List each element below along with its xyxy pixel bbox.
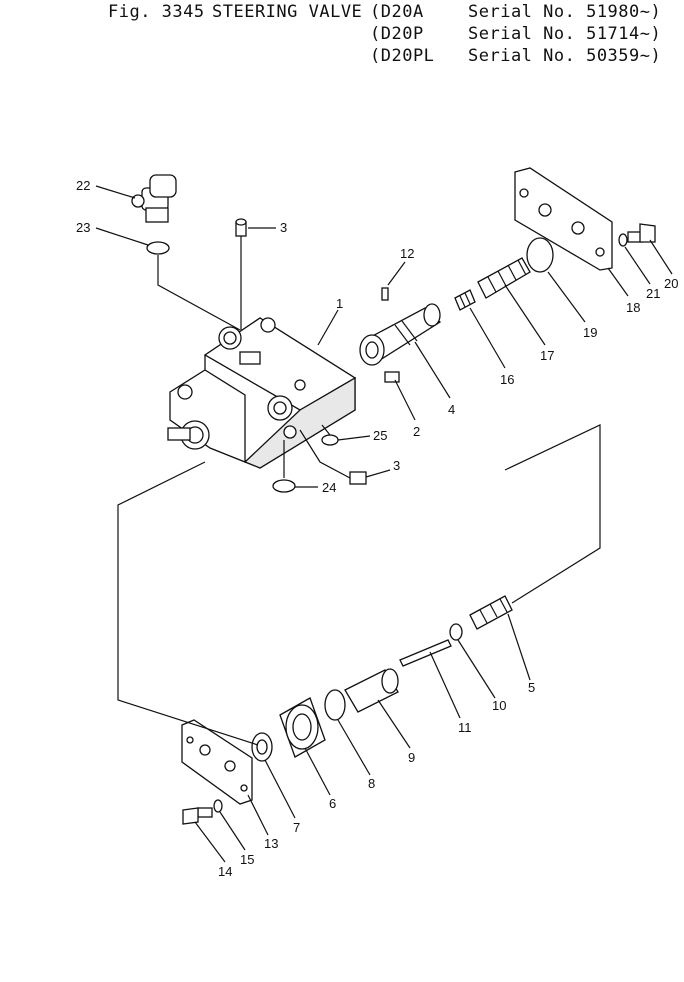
serial-number: Serial No. 51714~) bbox=[468, 24, 662, 44]
callout-3-top: 3 bbox=[280, 220, 287, 235]
callout-11: 11 bbox=[458, 720, 472, 735]
callout-20: 20 bbox=[664, 276, 678, 291]
washer bbox=[618, 233, 628, 247]
o-ring bbox=[272, 479, 296, 493]
leader-line bbox=[414, 341, 451, 399]
callout-9: 9 bbox=[408, 750, 415, 765]
leader-line bbox=[95, 185, 136, 199]
leader-line bbox=[95, 227, 149, 246]
leader-line bbox=[304, 747, 331, 796]
o-ring bbox=[526, 237, 554, 273]
leader-line bbox=[387, 261, 406, 286]
o-ring bbox=[321, 434, 339, 446]
leader-line bbox=[377, 699, 411, 749]
callout-16: 16 bbox=[500, 372, 514, 387]
leader-line bbox=[247, 794, 269, 836]
plug bbox=[349, 471, 367, 485]
leader-line bbox=[219, 811, 246, 851]
leader-line bbox=[607, 267, 629, 297]
valve-body bbox=[167, 317, 357, 469]
cover-plate bbox=[514, 167, 613, 271]
valve-spool bbox=[359, 303, 442, 366]
callout-2: 2 bbox=[413, 424, 420, 439]
serial-number: Serial No. 50359~) bbox=[468, 46, 662, 66]
leader-line bbox=[394, 379, 416, 421]
serial-line-2: Serial No. 51714~) bbox=[468, 24, 661, 44]
callout-18: 18 bbox=[626, 300, 640, 315]
leader-line bbox=[547, 271, 586, 323]
piston bbox=[344, 668, 399, 713]
assembly-line bbox=[117, 461, 259, 746]
callout-22: 22 bbox=[76, 178, 90, 193]
leader-line bbox=[649, 239, 673, 275]
callout-6: 6 bbox=[329, 796, 336, 811]
push-rod bbox=[399, 639, 452, 667]
model-name: (D20A bbox=[370, 2, 424, 22]
plug bbox=[384, 371, 400, 383]
callout-13: 13 bbox=[264, 836, 278, 851]
callout-4: 4 bbox=[448, 402, 455, 417]
leader-line bbox=[264, 759, 296, 819]
callout-12: 12 bbox=[400, 246, 414, 261]
callout-10: 10 bbox=[492, 698, 506, 713]
assembly-line bbox=[299, 429, 351, 479]
diagram-title: STEERING VALVE bbox=[212, 2, 363, 22]
cover-plate bbox=[181, 719, 253, 805]
bolt bbox=[627, 223, 656, 243]
serial-line-3: Serial No. 50359~) bbox=[468, 46, 661, 66]
callout-15: 15 bbox=[240, 852, 254, 867]
leader-line bbox=[365, 469, 391, 478]
large-spring bbox=[477, 257, 531, 299]
model-name: (D20PL bbox=[370, 46, 435, 66]
serial-number: Serial No. 51980~) bbox=[468, 2, 662, 22]
callout-3-bottom: 3 bbox=[393, 458, 400, 473]
seal-inner bbox=[256, 739, 268, 755]
leader-line bbox=[317, 309, 339, 346]
callout-14: 14 bbox=[218, 864, 232, 879]
elbow-fitting bbox=[131, 174, 177, 223]
callout-24: 24 bbox=[322, 480, 336, 495]
model-line-3: (D20PL bbox=[370, 46, 434, 66]
spacer bbox=[449, 623, 463, 641]
model-name: (D20P bbox=[370, 24, 424, 44]
callout-7: 7 bbox=[293, 820, 300, 835]
plug bbox=[235, 218, 247, 237]
leader-line bbox=[194, 821, 226, 863]
leader-line bbox=[507, 613, 531, 681]
bolt bbox=[182, 807, 213, 825]
o-ring bbox=[146, 241, 170, 255]
leader-line bbox=[337, 719, 371, 776]
leader-line bbox=[457, 639, 496, 699]
callout-23: 23 bbox=[76, 220, 90, 235]
sleeve bbox=[279, 697, 326, 758]
washer bbox=[213, 799, 223, 813]
callout-8: 8 bbox=[368, 776, 375, 791]
callout-19: 19 bbox=[583, 325, 597, 340]
small-spring bbox=[454, 289, 476, 311]
leader-line bbox=[469, 307, 506, 369]
spring-lower bbox=[469, 595, 513, 630]
assembly-line bbox=[157, 255, 241, 331]
model-line-2: (D20P bbox=[370, 24, 424, 44]
leader-line bbox=[337, 435, 371, 441]
callout-25: 25 bbox=[373, 428, 387, 443]
callout-1: 1 bbox=[336, 296, 343, 311]
callout-21: 21 bbox=[646, 286, 660, 301]
leader-line bbox=[429, 651, 461, 719]
callout-5: 5 bbox=[528, 680, 535, 695]
pin bbox=[381, 287, 389, 301]
leader-line bbox=[624, 246, 651, 285]
assembly-line bbox=[321, 424, 331, 436]
o-ring bbox=[324, 689, 346, 721]
callout-17: 17 bbox=[540, 348, 554, 363]
assembly-line bbox=[504, 424, 601, 604]
figure-number: Fig. 3345 bbox=[108, 2, 205, 22]
serial-line-1: Serial No. 51980~) bbox=[468, 2, 661, 22]
leader-line bbox=[504, 284, 546, 346]
model-line-1: (D20A bbox=[370, 2, 424, 22]
